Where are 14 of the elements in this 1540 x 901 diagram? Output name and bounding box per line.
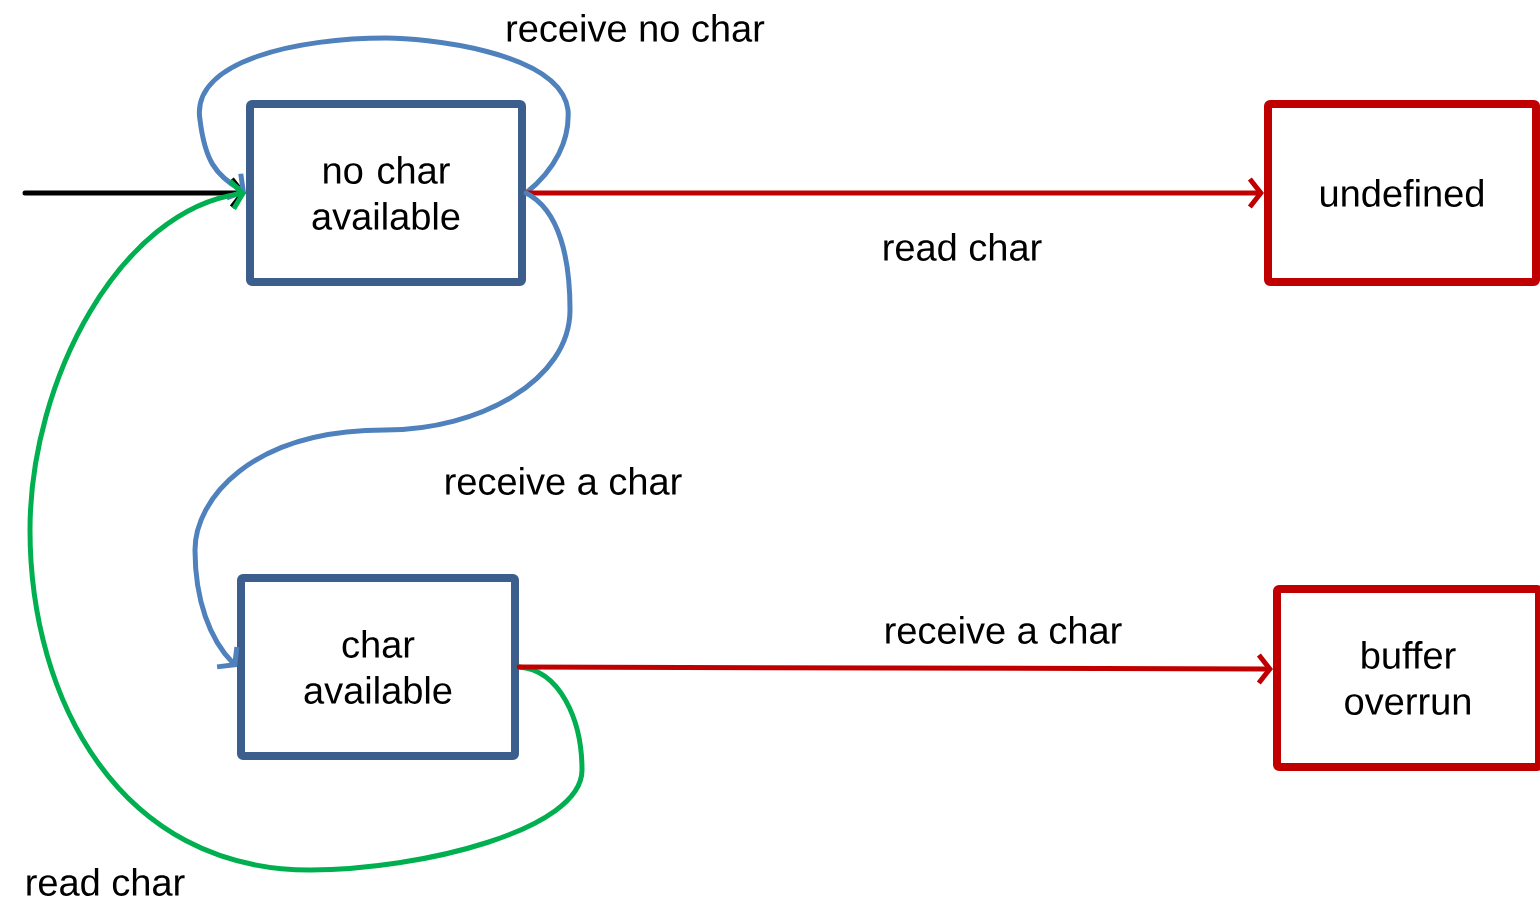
state-box: char available xyxy=(237,574,519,760)
edge-label: receive a char xyxy=(881,614,1125,646)
edge-label: read char xyxy=(879,231,1045,263)
state-box: buffer overrun xyxy=(1273,585,1540,771)
arrow xyxy=(523,177,1264,209)
arrow xyxy=(27,179,585,873)
edge-label: receive a char xyxy=(441,465,685,497)
arrow xyxy=(516,653,1273,685)
state-box: no char available xyxy=(246,100,526,286)
edge-label: receive no char xyxy=(503,12,767,44)
edge-label: read char xyxy=(22,866,188,898)
arrow xyxy=(197,35,571,201)
state-box: undefined xyxy=(1264,100,1540,286)
arrow xyxy=(192,190,573,670)
